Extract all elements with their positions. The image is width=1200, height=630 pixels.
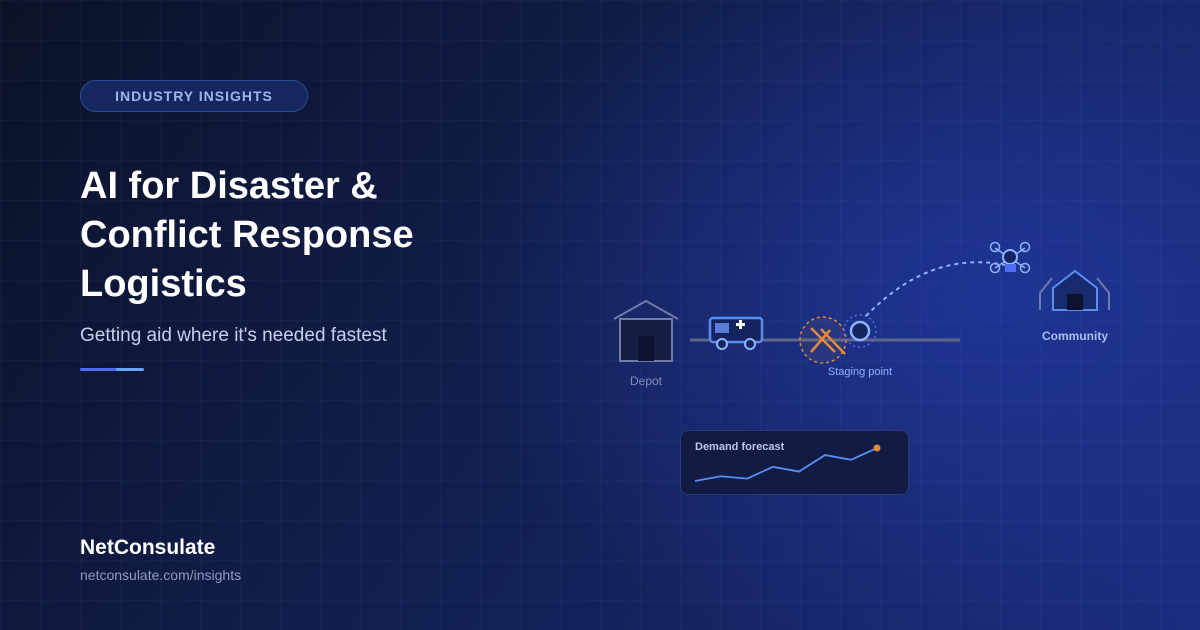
forecast-series-line [694,447,878,482]
title-line-3: Logistics [80,263,247,305]
subtitle: Getting aid where it's needed fastest [80,325,387,346]
brand-url: netconsulate.com/insights [80,567,242,583]
category-badge: INDUSTRY INSIGHTS [80,80,308,112]
page-title: AI for Disaster & Conflict Response Logi… [80,162,520,309]
staging-label: Staging point [828,366,892,378]
brand-name: NetConsulate [80,536,216,559]
community-house-icon [1039,269,1110,311]
ambulance-icon [708,316,764,350]
staging-point-icon [843,314,877,348]
chart-title: Demand forecast [695,441,785,453]
drone-icon [989,241,1031,274]
demand-forecast-card: Demand forecast [680,430,909,495]
forecast-latest-point [873,444,881,452]
title-line-1: AI for Disaster & [80,165,378,207]
warehouse-icon [613,299,679,362]
roadblock-icon [799,316,847,364]
depot-label: Depot [630,374,663,388]
accent-bar [80,368,144,371]
accent-bar-secondary [116,368,144,371]
demand-forecast-chart [694,444,881,482]
accent-bar-primary [80,368,118,371]
drone-flight-path [865,261,1006,317]
title-line-2: Conflict Response [80,214,414,256]
community-label: Community [1042,329,1108,343]
